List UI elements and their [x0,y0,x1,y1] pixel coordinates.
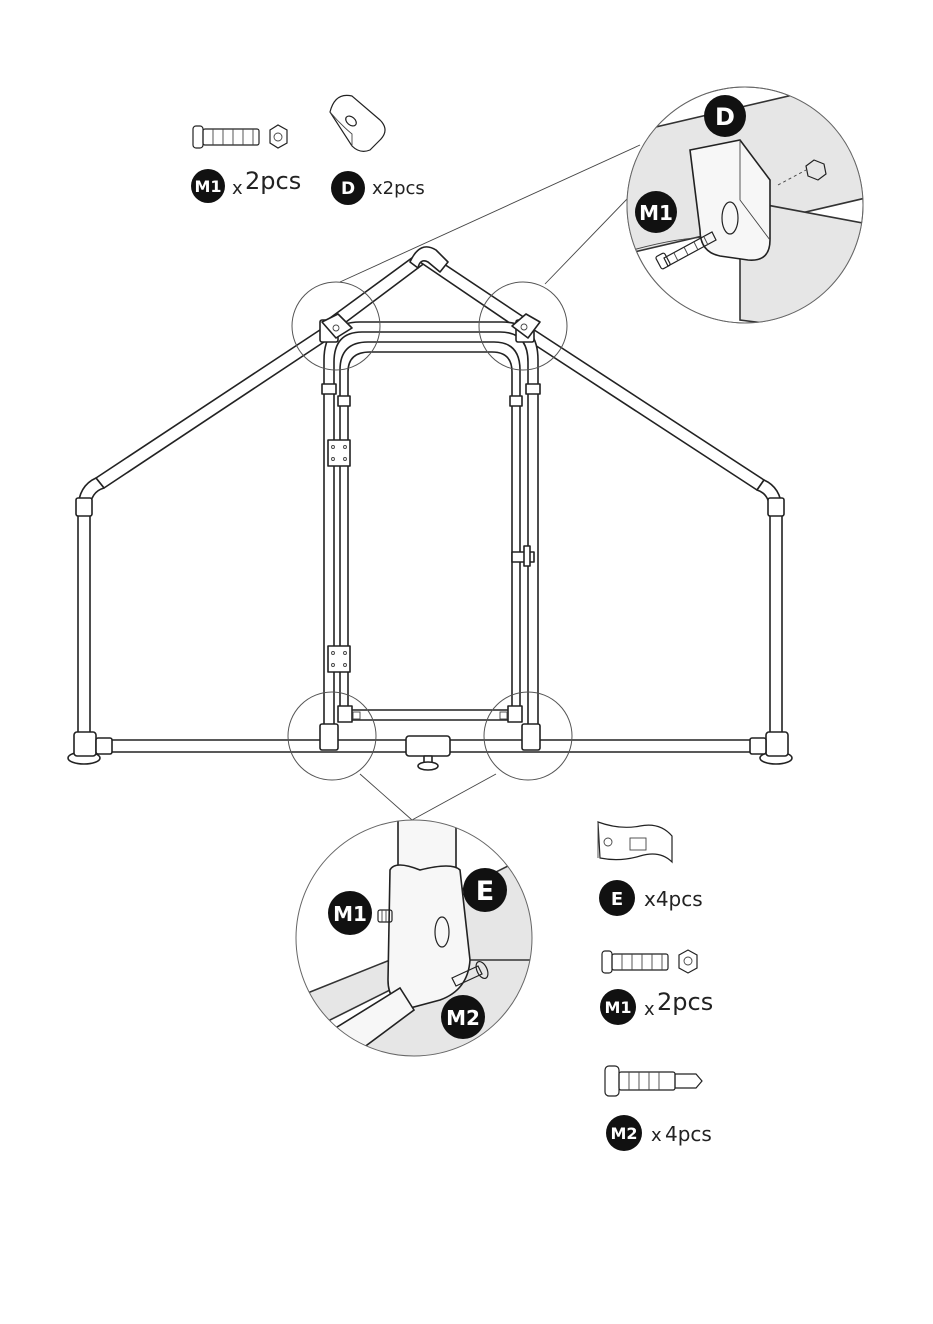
nut-icon [679,950,697,973]
bolt-icon [602,951,668,973]
detail-bottom-joint: E M1 M2 [290,810,560,1080]
m2-part-label: M2 x 4pcs [606,1115,712,1151]
nut-icon [270,125,287,148]
m1-part-label-right: M1 x 2pcs [600,988,713,1025]
m2-qty-prefix: x [651,1125,662,1146]
m1-part-label: M1 x 2pcs [191,167,301,203]
greenhouse-frame [68,247,792,770]
d-qty: x2pcs [372,178,425,199]
m2-qty-value: 4pcs [665,1122,712,1146]
bolt-icon [193,126,259,148]
m1-qty-prefix: x [644,999,655,1020]
bracket-d-icon [330,95,385,151]
m1-qty-prefix: x [232,178,243,199]
detail-e-badge: E [476,876,494,907]
leader-line [412,774,496,820]
detail-d-badge: D [715,103,735,131]
detail-m2-badge: M2 [446,1006,480,1030]
e-part-label: E x4pcs [599,880,703,916]
leader-line [340,145,640,282]
detail-m1-badge: M1 [639,201,673,225]
d-badge-text: D [341,179,355,199]
m1-badge-text: M1 [194,177,221,196]
e-qty: x4pcs [644,887,703,911]
screw-icon [605,1066,702,1096]
e-badge-text: E [611,889,623,910]
detail-m1-badge: M1 [333,902,367,926]
m1-qty-value: 2pcs [657,988,713,1016]
m1-badge-text: M1 [604,998,631,1017]
leader-line [360,774,412,820]
d-part-label: D x2pcs [331,171,425,205]
bracket-e-icon [598,822,672,862]
m1-qty-value: 2pcs [245,167,301,195]
m2-badge-text: M2 [610,1124,637,1143]
detail-top-joint: D M1 [600,70,900,340]
